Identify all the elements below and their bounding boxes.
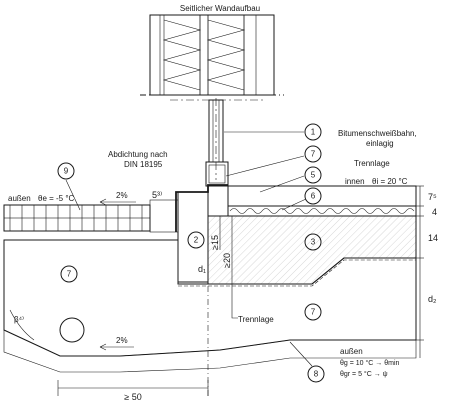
callout-1: 1	[224, 123, 322, 141]
dim-75: 7⁵	[428, 192, 437, 202]
label-abdichtung-2: DIN 18195	[124, 160, 163, 169]
svg-text:7: 7	[311, 150, 316, 159]
callout-7-right: 7	[304, 303, 322, 321]
label-trennlage-top: Trennlage	[354, 159, 390, 168]
svg-text:3: 3	[311, 238, 316, 247]
drain-gravel	[149, 199, 179, 233]
label-theta-gr: θgr = 5 °C → ψ	[340, 370, 388, 378]
label-aussen-bottom: außen	[340, 347, 363, 356]
label-theta-i: θi = 20 °C	[372, 177, 408, 186]
callout-2: 2	[187, 231, 205, 249]
label-beta: β⁴⁾	[14, 315, 24, 324]
callout-7-left: 7	[60, 265, 78, 283]
callout-6: 7	[225, 145, 322, 177]
window-frame	[205, 99, 229, 187]
svg-text:9: 9	[64, 167, 69, 176]
outdoor-paving	[3, 204, 151, 232]
svg-text:7: 7	[67, 270, 72, 279]
svg-text:7: 7	[311, 308, 316, 317]
screed-layer	[227, 185, 417, 207]
callout-5: 6	[281, 187, 322, 211]
waterproofing-line	[175, 184, 228, 232]
callout-3: 3	[304, 233, 322, 251]
dim-d1: d₁	[198, 264, 206, 274]
svg-text:6: 6	[311, 192, 316, 201]
label-aussen-left: außen	[8, 194, 31, 203]
dim-d2: d₂	[428, 294, 437, 304]
callout-8: 8	[289, 341, 325, 383]
label-bitumen-1: Bitumenschweißbahn,	[338, 129, 417, 138]
label-innen: innen	[345, 177, 365, 186]
dim-ge15: ≥15	[210, 235, 220, 250]
label-slope-top: 2%	[116, 191, 128, 200]
dim-5: 5³⁾	[152, 190, 162, 200]
dim-ge20: ≥20	[222, 253, 232, 268]
dim-4: 4	[432, 207, 437, 217]
callout-4: 5	[259, 166, 322, 193]
svg-text:1: 1	[311, 128, 316, 137]
svg-text:8: 8	[314, 370, 319, 379]
label-theta-g: θg = 10 °C → θmin	[340, 359, 400, 367]
label-abdichtung-1: Abdichtung nach	[108, 150, 168, 159]
label-theta-e: θe = -5 °C	[38, 194, 75, 203]
svg-text:5: 5	[311, 171, 316, 180]
dimension-chain-right	[416, 185, 424, 358]
dim-ge50: ≥ 50	[124, 392, 141, 402]
label-trennlage-bottom: Trennlage	[238, 315, 274, 324]
callout-9: 9	[57, 162, 81, 211]
svg-text:2: 2	[194, 236, 199, 245]
label-slope-bottom: 2%	[116, 336, 128, 345]
dim-14: 14	[428, 233, 438, 243]
label-bitumen-2: einlagig	[366, 139, 394, 148]
inset-title: Seitlicher Wandaufbau	[180, 4, 260, 13]
impact-insulation	[227, 205, 417, 217]
subsoil	[3, 329, 417, 373]
drain-pipe	[59, 317, 85, 343]
wall-section-inset	[140, 14, 284, 96]
